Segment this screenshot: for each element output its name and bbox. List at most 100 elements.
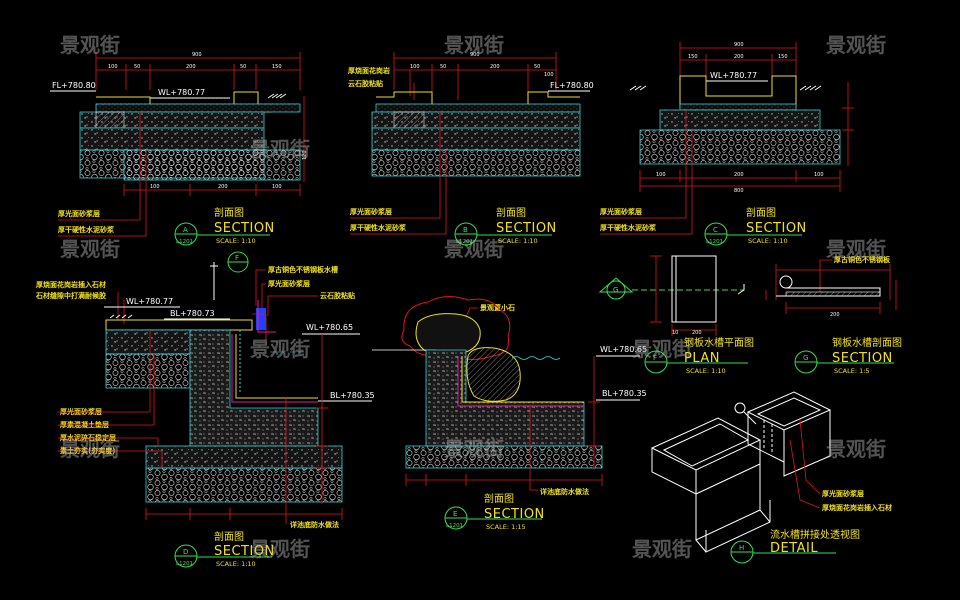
plan-f-dim-1: 10 bbox=[672, 330, 678, 336]
section-d-note-2: 厚素混凝土垫层 bbox=[60, 420, 109, 429]
section-d-letter: D bbox=[183, 548, 188, 556]
section-d-label-top-right-1: 厚古铜色不锈钢板水槽 bbox=[268, 265, 338, 274]
watermark: 景观街 bbox=[826, 437, 886, 461]
section-a-dim-total: 900 bbox=[192, 52, 202, 58]
section-c-wl-elevation: WL+780.77 bbox=[710, 71, 757, 80]
section-a-dim-right: 120 bbox=[302, 150, 308, 160]
plan-f-dim-2: 200 bbox=[692, 330, 702, 336]
section-d-wl-elevation: WL+780.77 bbox=[126, 297, 173, 306]
section-c-note-1: 厚光面砂浆层 bbox=[600, 207, 642, 216]
detail-h-note-1: 厚光面砂浆层 bbox=[822, 489, 864, 498]
section-e: 景观置小石 WL+780.65 BL+780.35 详池底防水做法 E L120 bbox=[372, 296, 647, 531]
section-d-label-top-right-2: 厚光面砂浆层 bbox=[268, 279, 310, 288]
section-e-label-stone: 景观置小石 bbox=[479, 303, 515, 312]
section-a-dim-1: 100 bbox=[108, 64, 118, 70]
watermarks: 景观街 景观街 景观街 景观街 景观街 景观街 景观街 景观街 景观街 景观街 … bbox=[60, 33, 886, 561]
section-d-label-top-left-2: 石材缝隙中打满耐候胶 bbox=[35, 291, 106, 300]
section-e-scale: SCALE: 1:15 bbox=[486, 523, 526, 531]
section-a-note-1: 厚光面砂浆层 bbox=[58, 209, 100, 218]
section-b-label-top-1: 厚烧面花岗岩 bbox=[348, 66, 390, 75]
watermark: 景观街 bbox=[826, 237, 886, 261]
detail-h-letter: H bbox=[739, 544, 744, 552]
section-c-scale: SCALE: 1:10 bbox=[748, 237, 788, 245]
section-d-wl2-elevation: WL+780.65 bbox=[306, 323, 353, 332]
section-b-sheet: L1201 bbox=[456, 239, 473, 245]
section-e-note-bottom: 详池底防水做法 bbox=[540, 487, 589, 496]
section-b-scale: SCALE: 1:10 bbox=[498, 237, 538, 245]
section-b-dim-1: 100 bbox=[410, 64, 420, 70]
section-b-dim-2: 50 bbox=[440, 64, 446, 70]
section-a-fl-elevation: FL+780.80 bbox=[52, 81, 96, 90]
section-d-note-1: 厚光面砂浆层 bbox=[60, 407, 102, 416]
section-e-letter: E bbox=[453, 510, 457, 518]
section-a-dim-2: 50 bbox=[134, 64, 140, 70]
detail-h-title-cn: 流水槽拼接处透视图 bbox=[770, 528, 860, 541]
section-b-dim-4: 50 bbox=[534, 64, 540, 70]
detail-h-note-2: 厚烧面花岗岩插入石材 bbox=[822, 503, 892, 512]
section-d-label-top-left-1: 厚烧面花岗岩插入石材 bbox=[36, 280, 106, 289]
section-a-dim-bottom-1: 100 bbox=[150, 184, 160, 190]
section-d-title-en: SECTION bbox=[214, 544, 275, 559]
section-e-bl-elevation: BL+780.35 bbox=[602, 389, 647, 398]
section-a-dim-5: 150 bbox=[272, 64, 282, 70]
section-d-bl-elevation: BL+780.73 bbox=[170, 309, 215, 318]
section-a-sheet: L1201 bbox=[176, 239, 193, 245]
section-b: 900 100 50 200 50 100 厚烧面花岗岩 云石胶粘贴 FL+78… bbox=[348, 52, 594, 246]
watermark: 景观街 bbox=[444, 33, 504, 57]
section-b-dim-3: 200 bbox=[490, 64, 500, 70]
section-e-sheet: L1201 bbox=[446, 523, 463, 529]
section-b-letter: B bbox=[463, 226, 468, 234]
section-g: 厚古铜色不锈钢板 200 G 钢板水槽剖面图 SECTION SCALE: 1:… bbox=[765, 255, 902, 375]
section-d-marker-f: F bbox=[235, 254, 239, 262]
section-g-title-cn: 钢板水槽剖面图 bbox=[832, 336, 902, 349]
watermark: 景观街 bbox=[60, 237, 120, 261]
section-a-title-en: SECTION bbox=[214, 221, 275, 236]
section-a-dim-3: 200 bbox=[186, 64, 196, 70]
section-c-dim-1: 150 bbox=[688, 54, 698, 60]
section-a-dim-4: 50 bbox=[240, 64, 246, 70]
section-c-note-2: 厚干硬性水泥砂浆 bbox=[600, 223, 657, 232]
section-d-scale: SCALE: 1:10 bbox=[216, 560, 256, 568]
watermark: 景观街 bbox=[632, 337, 692, 361]
section-a-title-cn: 剖面图 bbox=[214, 206, 244, 219]
section-b-dim-total: 900 bbox=[470, 52, 480, 58]
section-b-note-2: 厚干硬性水泥砂浆 bbox=[350, 223, 407, 232]
section-b-dim-5: 100 bbox=[544, 72, 554, 78]
section-e-title-en: SECTION bbox=[484, 507, 545, 522]
section-c-title-en: SECTION bbox=[746, 221, 807, 236]
section-g-title-en: SECTION bbox=[832, 351, 893, 366]
section-b-title-cn: 剖面图 bbox=[496, 206, 526, 219]
section-c-dim-total: 900 bbox=[734, 42, 744, 48]
section-d-note-4: 素土夯实(夯实度) bbox=[60, 446, 115, 455]
plan-f-section-marker: G bbox=[613, 286, 618, 294]
watermark: 景观街 bbox=[444, 437, 504, 461]
plan-f-scale: SCALE: 1:10 bbox=[686, 367, 726, 375]
plan-f-title-en: PLAN bbox=[684, 351, 720, 366]
plan-f-title-cn: 钢板水槽平面图 bbox=[684, 336, 754, 349]
section-b-title-en: SECTION bbox=[496, 221, 557, 236]
section-c-dim-3: 150 bbox=[778, 54, 788, 60]
section-a-note-2: 厚干硬性水泥砂浆 bbox=[58, 225, 115, 234]
section-c-dim-bottom-2: 200 bbox=[734, 172, 744, 178]
section-c: 900 150 200 150 WL+780.77 100 200 100 80… bbox=[600, 42, 854, 246]
section-c-letter: C bbox=[713, 226, 718, 234]
watermark: 景观街 bbox=[250, 537, 310, 561]
section-a: 900 100 50 200 50 150 FL+780.80 WL+780.7… bbox=[50, 52, 308, 246]
section-a-wl-elevation: WL+780.77 bbox=[158, 88, 205, 97]
section-a-scale: SCALE: 1:10 bbox=[216, 237, 256, 245]
section-c-dim-2: 200 bbox=[734, 54, 744, 60]
section-a-dim-bottom-3: 100 bbox=[272, 184, 282, 190]
section-d-note-3: 厚水泥碎石稳定层 bbox=[60, 433, 116, 442]
detail-h-title-en: DETAIL bbox=[770, 541, 818, 556]
section-d: F 厚烧面花岗岩插入石材 石材缝隙中打满耐候胶 厚古铜色不锈钢板水槽 厚光面砂浆… bbox=[35, 251, 375, 568]
watermark: 景观街 bbox=[444, 237, 504, 261]
section-a-letter: A bbox=[183, 226, 188, 234]
watermark: 景观街 bbox=[250, 337, 310, 361]
detail-h: 厚光面砂浆层 厚烧面花岗岩插入石材 H 流水槽拼接处透视图 DETAIL bbox=[650, 391, 892, 564]
watermark: 景观街 bbox=[60, 33, 120, 57]
section-g-letter: G bbox=[803, 354, 808, 362]
watermark: 景观街 bbox=[250, 137, 310, 161]
section-g-scale: SCALE: 1:5 bbox=[834, 367, 870, 375]
section-c-dim-bottom-total: 800 bbox=[734, 188, 744, 194]
